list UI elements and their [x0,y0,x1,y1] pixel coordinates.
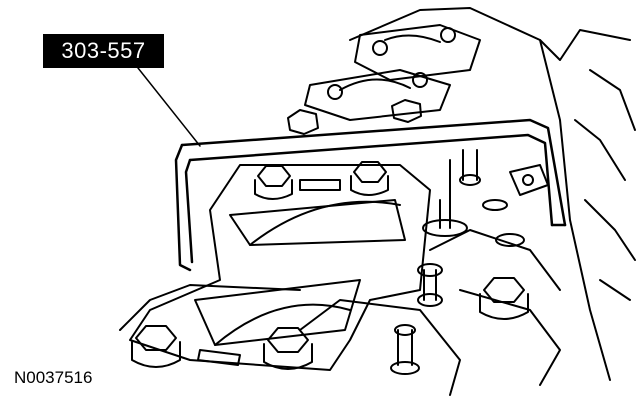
bearing-cap-plate [129,164,431,371]
callout-leader-line [137,67,201,147]
tool-number-callout: 303-557 [43,34,164,68]
upper-bearing-cap-rear [354,24,481,81]
upper-bearing-cap-front [304,69,451,121]
figure-id-label: N0037516 [14,368,93,387]
fixture-bolts [287,99,549,196]
cylinder-head-outline [119,7,636,396]
plate-bolt-heads [131,161,529,370]
valve-springs [390,149,525,375]
